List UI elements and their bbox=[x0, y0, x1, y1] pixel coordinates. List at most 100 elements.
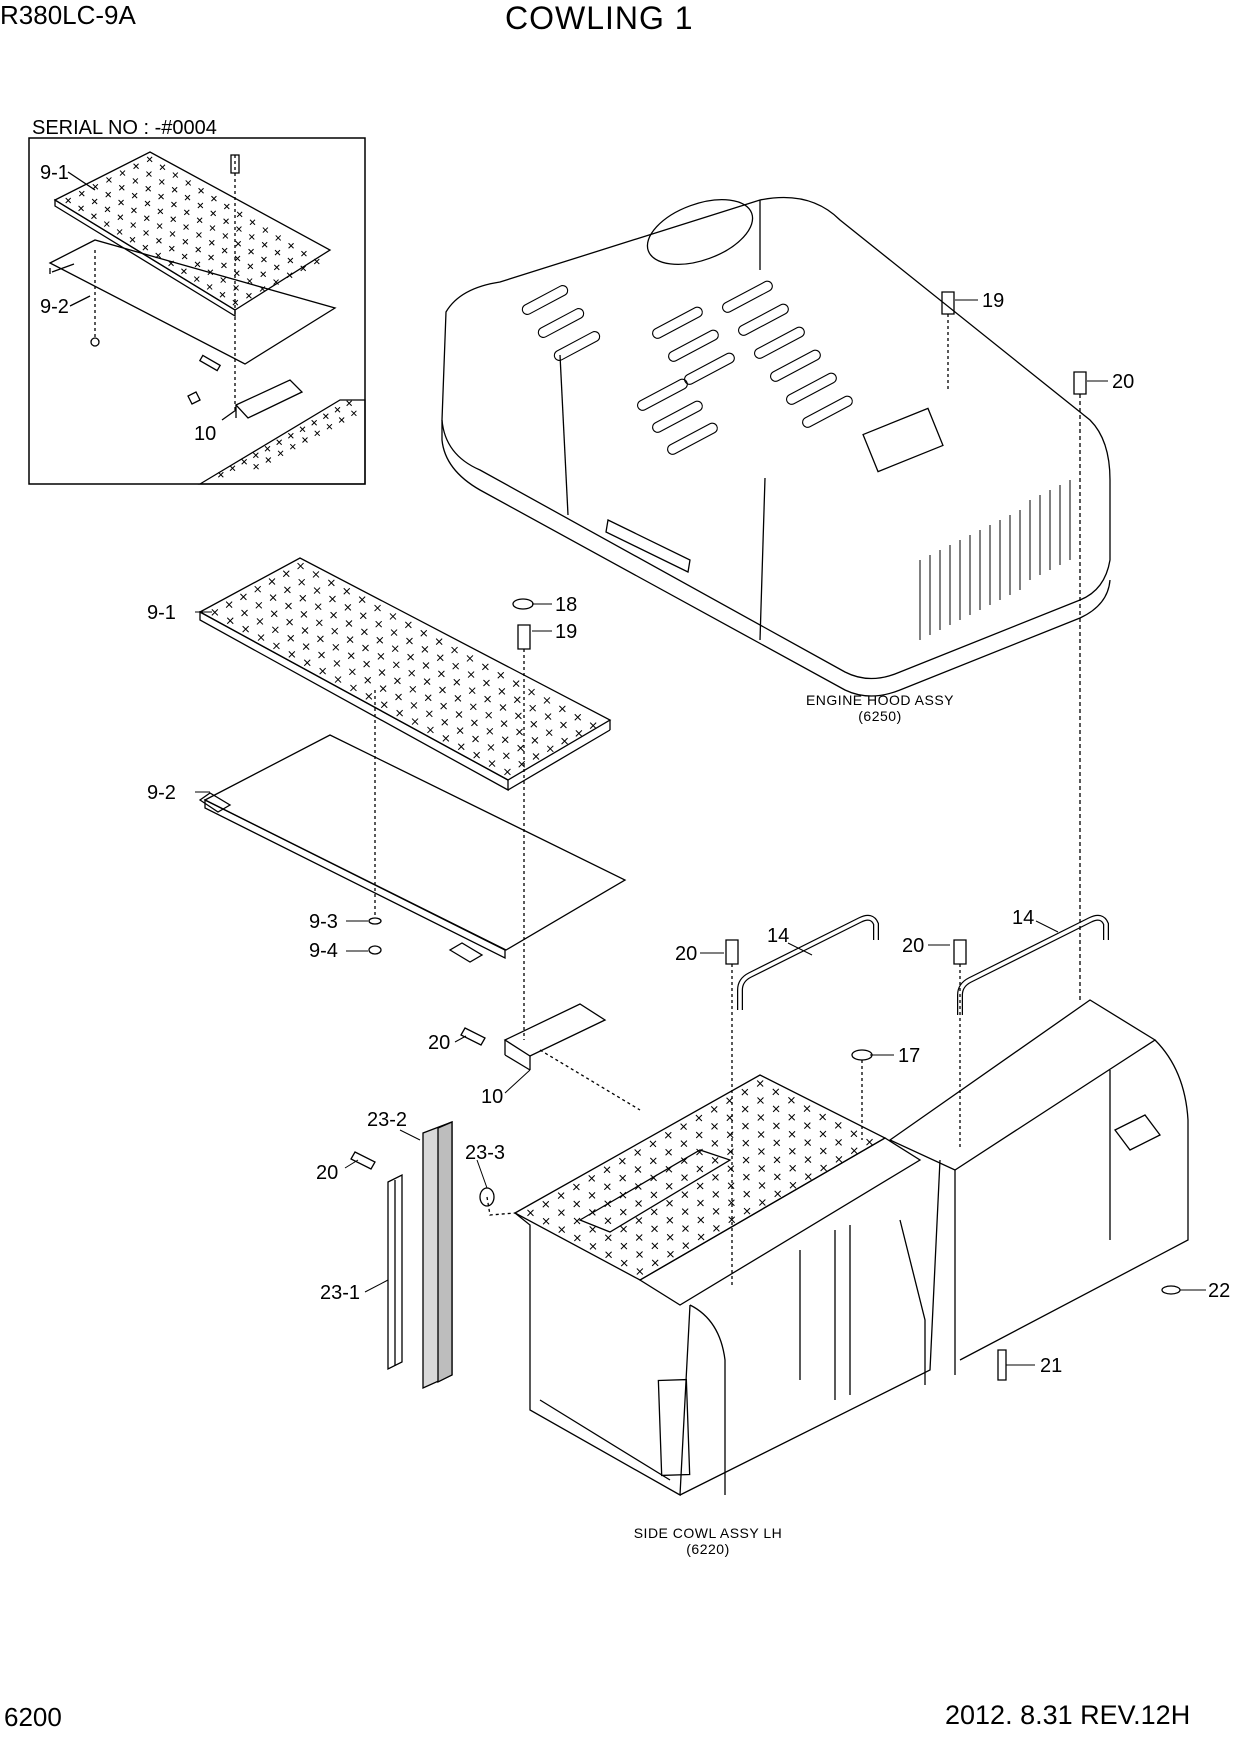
perforation-mark bbox=[236, 241, 241, 246]
perforation-mark bbox=[182, 254, 187, 259]
perforation-mark bbox=[314, 588, 320, 594]
perforation-mark bbox=[266, 458, 271, 463]
perforation-mark bbox=[697, 1183, 703, 1189]
perforation-mark bbox=[284, 587, 290, 593]
perforation-mark bbox=[788, 1097, 794, 1103]
perforation-mark bbox=[262, 242, 267, 247]
perforation-mark bbox=[242, 610, 248, 616]
perforation-mark bbox=[249, 234, 254, 239]
perforation-mark bbox=[558, 1193, 564, 1199]
perforation-mark bbox=[224, 204, 229, 209]
perforation-mark bbox=[289, 243, 294, 248]
perforation-mark bbox=[317, 636, 323, 642]
perforation-mark bbox=[683, 1243, 689, 1249]
model-number: R380LC-9A bbox=[0, 0, 136, 30]
perforation-mark bbox=[805, 1140, 811, 1146]
side-cowl-assy-lh bbox=[515, 1000, 1188, 1495]
perforation-mark bbox=[667, 1200, 673, 1206]
callout-9-2: 9-2 bbox=[147, 782, 176, 804]
perforation-mark bbox=[440, 687, 446, 693]
perforation-mark bbox=[390, 613, 396, 619]
inset-callout-9-2: 9-2 bbox=[40, 296, 69, 318]
perforation-mark bbox=[277, 440, 282, 445]
perforation-mark bbox=[256, 602, 262, 608]
perforation-mark bbox=[574, 1218, 580, 1224]
perforation-mark bbox=[697, 1166, 703, 1172]
perforation-mark bbox=[406, 638, 412, 644]
perforation-mark bbox=[377, 637, 383, 643]
perforation-mark bbox=[436, 639, 442, 645]
side-cowl-name: SIDE COWL ASSY LH bbox=[633, 1525, 783, 1541]
inset-callout-10: 10 bbox=[194, 423, 217, 445]
perforation-mark bbox=[532, 737, 538, 743]
perforation-mark bbox=[758, 1115, 764, 1121]
engine-hood-name: ENGINE HOOD ASSY bbox=[805, 692, 955, 708]
callout-22: 22 bbox=[1208, 1280, 1231, 1302]
perforation-mark bbox=[207, 284, 212, 289]
perforation-mark bbox=[574, 1235, 580, 1241]
perforation-mark bbox=[287, 619, 293, 625]
perforation-mark bbox=[559, 706, 565, 712]
perforation-mark bbox=[438, 671, 444, 677]
perforation-mark bbox=[727, 1149, 733, 1155]
perforation-mark bbox=[275, 250, 280, 255]
callout-14-left: 14 bbox=[767, 925, 790, 947]
perforation-mark bbox=[319, 652, 325, 658]
perforation-mark bbox=[682, 1226, 688, 1232]
perforation-mark bbox=[543, 1201, 549, 1207]
perforation-mark bbox=[106, 192, 111, 197]
perforation-mark bbox=[254, 464, 259, 469]
callout-23-1: 23-1 bbox=[320, 1282, 361, 1304]
perforation-mark bbox=[713, 1208, 719, 1214]
perforation-mark bbox=[498, 672, 504, 678]
perforation-mark bbox=[349, 669, 355, 675]
perforation-mark bbox=[237, 212, 242, 217]
perforation-mark bbox=[172, 187, 177, 192]
perforation-mark bbox=[789, 1131, 795, 1137]
perforation-mark bbox=[132, 193, 137, 198]
page-number: 6200 bbox=[4, 1702, 62, 1732]
perforation-mark bbox=[287, 273, 292, 278]
perforation-mark bbox=[637, 1252, 643, 1258]
perforation-mark bbox=[621, 1243, 627, 1249]
perforation-mark bbox=[729, 1217, 735, 1223]
perforation-mark bbox=[240, 594, 246, 600]
perforation-mark bbox=[365, 677, 371, 683]
perforation-mark bbox=[233, 300, 238, 305]
perforation-mark bbox=[805, 1157, 811, 1163]
perforation-mark bbox=[145, 201, 150, 206]
perforation-mark bbox=[117, 229, 122, 234]
perforation-mark bbox=[289, 651, 295, 657]
perforation-mark bbox=[366, 693, 372, 699]
perforation-mark bbox=[350, 685, 356, 691]
perforation-mark bbox=[247, 279, 252, 284]
perforation-mark bbox=[774, 1157, 780, 1163]
perforation-mark bbox=[666, 1149, 672, 1155]
perforation-mark bbox=[636, 1218, 642, 1224]
perforation-mark bbox=[375, 605, 381, 611]
perforation-mark bbox=[851, 1148, 857, 1154]
perforation-mark bbox=[681, 1141, 687, 1147]
perforation-mark bbox=[303, 438, 308, 443]
side-cowl-caption: SIDE COWL ASSY LH (6220) bbox=[618, 1525, 798, 1557]
perforation-mark bbox=[66, 198, 71, 203]
perforation-mark bbox=[697, 1200, 703, 1206]
perforation-mark bbox=[272, 627, 278, 633]
perforation-mark bbox=[453, 663, 459, 669]
perforation-mark bbox=[313, 571, 319, 577]
perforation-mark bbox=[381, 702, 387, 708]
perforation-mark bbox=[405, 622, 411, 628]
perforation-mark bbox=[253, 453, 258, 458]
perforation-mark bbox=[274, 280, 279, 285]
perforation-mark bbox=[504, 769, 510, 775]
perforation-mark bbox=[606, 1252, 612, 1258]
perforation-mark bbox=[184, 225, 189, 230]
perforation-mark bbox=[474, 752, 480, 758]
perforation-mark bbox=[347, 401, 352, 406]
perforation-mark bbox=[351, 411, 356, 416]
perforation-mark bbox=[501, 721, 507, 727]
perforation-mark bbox=[728, 1183, 734, 1189]
perforation-mark bbox=[234, 285, 239, 290]
perforation-mark bbox=[713, 1225, 719, 1231]
perforation-mark bbox=[424, 679, 430, 685]
